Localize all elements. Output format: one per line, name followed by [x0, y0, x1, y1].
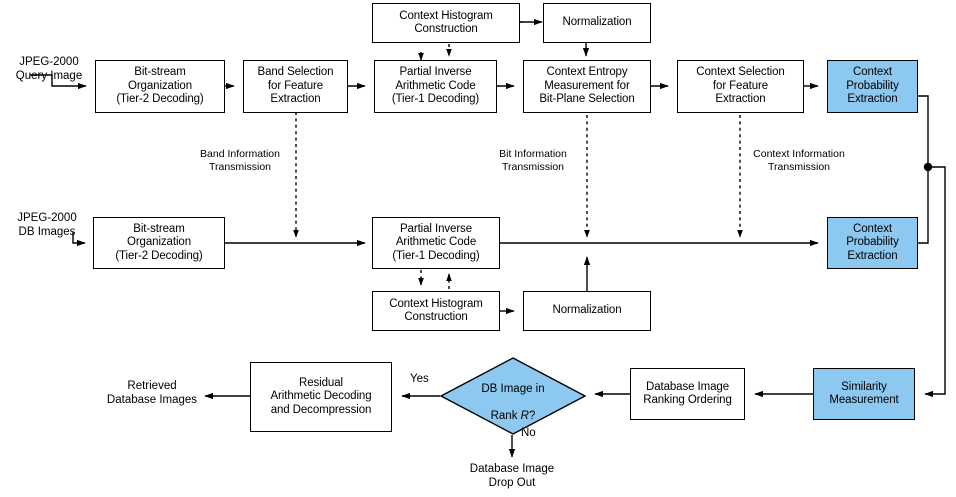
node-context-selection-feature-extraction[interactable]: Context Selection for Feature Extraction [677, 60, 804, 113]
node-bitstream-organization-query[interactable]: Bit-stream Organization (Tier-2 Decoding… [95, 60, 225, 113]
label-bit-information-transmission: Bit Information Transmission [499, 148, 567, 173]
node-residual-arithmetic-decoding[interactable]: Residual Arithmetic Decoding and Decompr… [250, 362, 392, 432]
decision-db-image-in-rank[interactable]: DB Image in Rank R? [440, 357, 586, 435]
node-context-histogram-construction-bottom[interactable]: Context Histogram Construction [372, 291, 500, 331]
decision-label-rank-prefix: Rank [490, 409, 521, 422]
edge-label-yes: Yes [410, 373, 429, 385]
node-similarity-measurement[interactable]: Similarity Measurement [813, 368, 915, 420]
node-band-selection-feature-extraction[interactable]: Band Selection for Feature Extraction [243, 60, 348, 113]
diamond-shape [440, 357, 586, 435]
junction-dot [923, 162, 933, 172]
node-bitstream-organization-db[interactable]: Bit-stream Organization (Tier-2 Decoding… [93, 217, 225, 269]
node-normalization-top[interactable]: Normalization [543, 3, 651, 43]
label-retrieved-database-images: Retrieved Database Images [106, 380, 198, 406]
node-database-image-ranking-ordering[interactable]: Database Image Ranking Ordering [630, 368, 745, 420]
decision-label-line1: DB Image in [481, 382, 545, 395]
label-query-image-input: JPEG-2000 Query Image [15, 56, 83, 82]
decision-label: DB Image in Rank R? [440, 357, 586, 435]
label-band-information-transmission: Band Information Transmission [200, 148, 280, 173]
node-normalization-bottom[interactable]: Normalization [523, 291, 651, 331]
node-context-entropy-measurement[interactable]: Context Entropy Measurement for Bit-Plan… [523, 60, 651, 113]
decision-label-rank-variable: R [520, 409, 529, 422]
node-context-probability-extraction-query[interactable]: Context Probability Extraction [827, 60, 918, 113]
label-db-images-input: JPEG-2000 DB Images [17, 212, 77, 238]
label-context-information-transmission: Context Information Transmission [753, 148, 845, 173]
edge-label-no: No [521, 427, 536, 439]
node-context-probability-extraction-db[interactable]: Context Probability Extraction [827, 217, 918, 269]
label-database-image-drop-out: Database Image Drop Out [469, 463, 555, 489]
node-partial-inverse-arithmetic-code-query[interactable]: Partial Inverse Arithmetic Code (Tier-1 … [374, 60, 497, 113]
node-partial-inverse-arithmetic-code-db[interactable]: Partial Inverse Arithmetic Code (Tier-1 … [372, 217, 500, 269]
node-context-histogram-construction-top[interactable]: Context Histogram Construction [372, 3, 520, 43]
decision-label-rank-suffix: ? [528, 409, 536, 422]
